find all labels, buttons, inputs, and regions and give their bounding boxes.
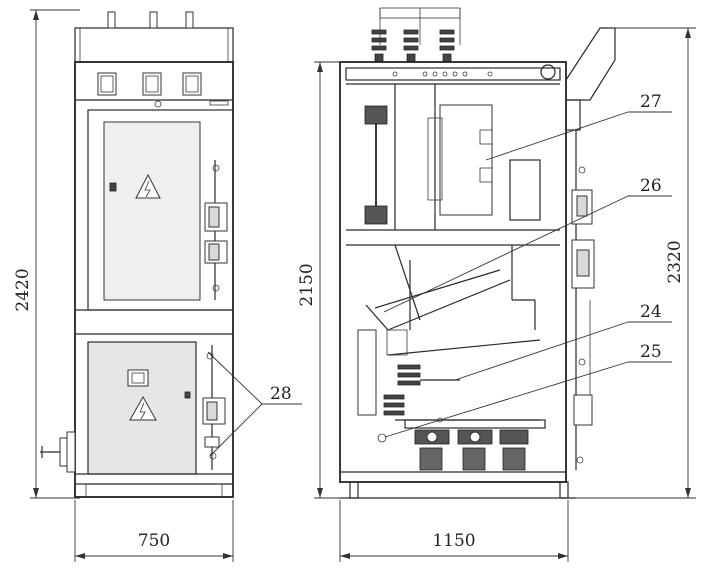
lower-door-handle bbox=[184, 345, 226, 470]
dim-side-height-left bbox=[314, 61, 340, 499]
dim-text-front-height: 2420 bbox=[13, 268, 33, 311]
side-drive-assembly bbox=[565, 27, 616, 470]
callout-label-25: 25 bbox=[640, 342, 662, 362]
callout-label-28: 28 bbox=[270, 384, 292, 404]
dim-text-front-width: 750 bbox=[138, 531, 170, 551]
side-view bbox=[339, 7, 616, 499]
callout-27 bbox=[485, 111, 672, 161]
upper-insulators bbox=[364, 105, 388, 225]
circuit-breaker-27 bbox=[427, 104, 541, 221]
callout-25 bbox=[384, 361, 672, 438]
callout-label-26: 26 bbox=[640, 176, 662, 196]
instrument-windows bbox=[97, 72, 202, 96]
callout-28 bbox=[207, 351, 302, 457]
high-voltage-warning-icon-lower bbox=[129, 395, 157, 421]
dim-side-width bbox=[339, 500, 569, 562]
lower-mechanism bbox=[357, 244, 541, 443]
callout-label-27: 27 bbox=[640, 92, 662, 112]
front-view bbox=[40, 11, 234, 498]
dim-front-width bbox=[74, 500, 234, 562]
dim-front-height bbox=[30, 9, 80, 499]
callout-26 bbox=[383, 195, 672, 313]
dim-text-side-width: 1150 bbox=[432, 531, 475, 551]
current-transformers bbox=[404, 419, 546, 471]
high-voltage-warning-icon bbox=[135, 173, 161, 199]
side-top-bushings bbox=[371, 7, 461, 63]
dim-side-height-right bbox=[576, 27, 696, 499]
dim-text-side-height-left: 2150 bbox=[297, 263, 317, 306]
side-cable-entry bbox=[40, 431, 76, 473]
top-bushings bbox=[107, 11, 194, 29]
frame-holes bbox=[392, 71, 493, 77]
callout-label-24: 24 bbox=[640, 302, 662, 322]
dim-text-side-height-right: 2320 bbox=[665, 240, 685, 283]
upper-door-handle bbox=[204, 160, 228, 300]
callout-24 bbox=[454, 321, 672, 381]
